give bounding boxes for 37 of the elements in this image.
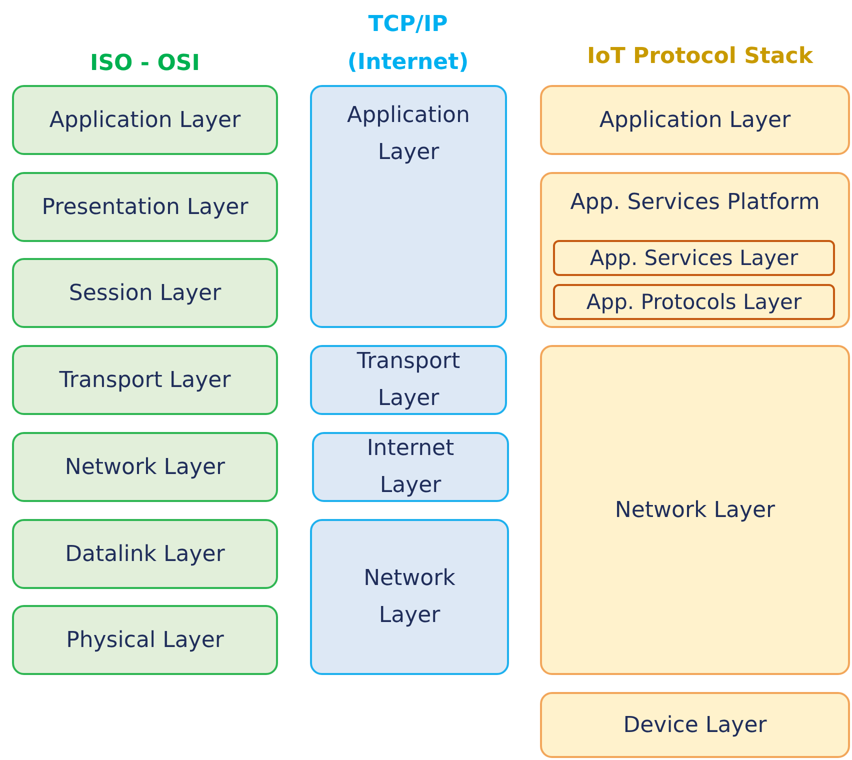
layer-box	[12, 345, 278, 415]
layer-box	[12, 85, 278, 155]
column-heading: IoT Protocol Stack	[586, 43, 814, 71]
layer-label: Device Layer	[623, 712, 767, 740]
layer-label: Session Layer	[68, 280, 222, 308]
layer-label: Presentation Layer	[42, 194, 248, 222]
layer-label: App. Protocols Layer	[586, 289, 802, 316]
layer-box	[12, 519, 278, 589]
layer-label: Application Layer	[346, 102, 471, 167]
layer-box	[540, 692, 850, 758]
layer-box	[312, 432, 509, 502]
column-heading: TCP/IP (Internet)	[346, 11, 470, 77]
layer-box	[12, 258, 278, 328]
layer-label: App. Services Layer	[590, 245, 798, 272]
layer-box	[12, 605, 278, 675]
layer-box	[310, 345, 507, 415]
layer-box	[12, 172, 278, 242]
layer-label: Physical Layer	[66, 626, 224, 654]
layer-label: Transport Layer	[356, 348, 462, 413]
layer-box	[540, 85, 850, 155]
layer-box	[12, 432, 278, 502]
layer-label: Datalink Layer	[65, 540, 225, 568]
layer-label: Application Layer	[49, 106, 241, 134]
layer-label: Internet Layer	[366, 435, 456, 500]
layer-label: Network Layer	[64, 454, 226, 482]
layer-box	[310, 85, 507, 328]
layer-box	[553, 240, 835, 276]
layer-label: Transport Layer	[59, 366, 231, 394]
layer-box	[540, 345, 850, 675]
column-heading: ISO - OSI	[89, 50, 201, 78]
layer-box	[540, 172, 850, 328]
layer-box	[553, 284, 835, 320]
layer-box	[310, 519, 509, 675]
layer-label: Network Layer	[362, 565, 456, 630]
layer-label: Application Layer	[599, 106, 791, 134]
layer-label: Network Layer	[614, 496, 776, 524]
layer-label: App. Services Platform	[570, 189, 820, 217]
